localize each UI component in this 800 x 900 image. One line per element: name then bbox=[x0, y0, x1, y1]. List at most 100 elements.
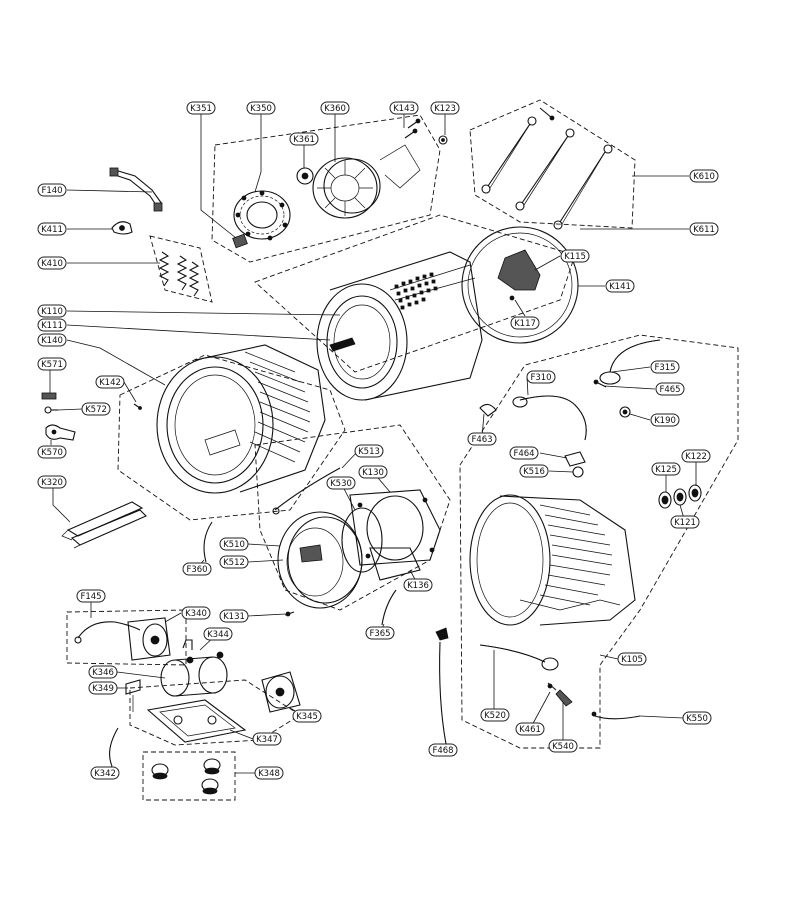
label-k143[interactable]: K143 bbox=[389, 101, 419, 115]
label-k516[interactable]: K516 bbox=[519, 464, 549, 478]
label-k349[interactable]: K349 bbox=[88, 681, 118, 695]
label-k344[interactable]: K344 bbox=[203, 627, 233, 641]
label-k550[interactable]: K550 bbox=[682, 711, 712, 725]
label-k610-text: K610 bbox=[693, 172, 715, 182]
label-f360[interactable]: F360 bbox=[182, 562, 212, 576]
label-k520[interactable]: K520 bbox=[480, 708, 510, 722]
label-k351[interactable]: K351 bbox=[186, 101, 216, 115]
leader-lines bbox=[49, 113, 697, 774]
label-k142-text: K142 bbox=[99, 378, 121, 388]
label-k117[interactable]: K117 bbox=[510, 316, 540, 330]
label-k123[interactable]: K123 bbox=[430, 101, 460, 115]
dampers-k610 bbox=[481, 107, 613, 230]
bearings bbox=[658, 484, 702, 509]
label-k345-text: K345 bbox=[296, 712, 318, 722]
label-k140[interactable]: K140 bbox=[37, 333, 67, 347]
pump-body-k344 bbox=[160, 639, 228, 697]
label-f140[interactable]: F140 bbox=[37, 183, 67, 197]
label-k571[interactable]: K571 bbox=[37, 357, 67, 371]
label-f463-text: F463 bbox=[471, 435, 492, 445]
label-k340[interactable]: K340 bbox=[181, 606, 211, 620]
label-k350[interactable]: K350 bbox=[246, 101, 276, 115]
label-f315[interactable]: F315 bbox=[650, 360, 680, 374]
label-k342-text: K342 bbox=[94, 769, 116, 779]
stator-k350 bbox=[233, 190, 291, 241]
label-k131[interactable]: K131 bbox=[219, 609, 249, 623]
outline-spring-group bbox=[149, 235, 213, 303]
outline-rear-tub bbox=[459, 334, 739, 749]
label-k125[interactable]: K125 bbox=[651, 462, 681, 476]
pump-k340 bbox=[74, 617, 171, 661]
label-k142[interactable]: K142 bbox=[95, 375, 125, 389]
label-k121-text: K121 bbox=[674, 518, 696, 528]
label-k346-text: K346 bbox=[92, 668, 114, 678]
drain-hose-k520 bbox=[479, 644, 559, 671]
label-k411[interactable]: K411 bbox=[37, 222, 67, 236]
label-k348-text: K348 bbox=[258, 769, 280, 779]
label-k512[interactable]: K512 bbox=[219, 555, 249, 569]
label-k345[interactable]: K345 bbox=[292, 709, 322, 723]
wire-k513 bbox=[272, 467, 341, 515]
label-k360[interactable]: K360 bbox=[320, 101, 350, 115]
label-k411-text: K411 bbox=[41, 225, 63, 235]
label-k141[interactable]: K141 bbox=[605, 279, 635, 293]
heater-k320 bbox=[61, 501, 147, 549]
label-f464-text: F464 bbox=[513, 449, 534, 459]
label-k540[interactable]: K540 bbox=[548, 739, 578, 753]
label-k410-text: K410 bbox=[41, 259, 63, 269]
label-k111[interactable]: K111 bbox=[37, 318, 67, 332]
label-f464[interactable]: F464 bbox=[509, 446, 539, 460]
label-k570-text: K570 bbox=[41, 448, 63, 458]
cap-k349 bbox=[125, 679, 141, 712]
label-f145[interactable]: F145 bbox=[76, 589, 106, 603]
label-k461[interactable]: K461 bbox=[515, 722, 545, 736]
part-labels: K351 K350 K360 K143 K123 K361 F140 K411 … bbox=[37, 101, 719, 780]
label-k190[interactable]: K190 bbox=[650, 413, 680, 427]
label-k530[interactable]: K530 bbox=[326, 476, 356, 490]
label-k610[interactable]: K610 bbox=[689, 169, 719, 183]
label-f465[interactable]: F465 bbox=[655, 382, 685, 396]
label-k110[interactable]: K110 bbox=[37, 304, 67, 318]
label-k117-text: K117 bbox=[514, 319, 536, 329]
label-k136[interactable]: K136 bbox=[403, 578, 433, 592]
label-k348[interactable]: K348 bbox=[254, 766, 284, 780]
label-f463[interactable]: F463 bbox=[467, 432, 497, 446]
label-k105-text: K105 bbox=[621, 655, 643, 665]
label-k105[interactable]: K105 bbox=[617, 652, 647, 666]
label-k130[interactable]: K130 bbox=[358, 465, 388, 479]
label-k141-text: K141 bbox=[609, 282, 631, 292]
hoses-f315-f310 bbox=[512, 339, 661, 441]
label-f360-text: F360 bbox=[186, 565, 207, 575]
label-k512-text: K512 bbox=[223, 558, 245, 568]
label-k361-text: K361 bbox=[293, 135, 315, 145]
label-k516-text: K516 bbox=[523, 467, 545, 477]
label-k122[interactable]: K122 bbox=[681, 449, 711, 463]
label-k510[interactable]: K510 bbox=[219, 537, 249, 551]
label-k410[interactable]: K410 bbox=[37, 256, 67, 270]
screw-k131 bbox=[284, 611, 295, 617]
label-k122-text: K122 bbox=[685, 452, 707, 462]
label-k572[interactable]: K572 bbox=[81, 402, 111, 416]
label-f310[interactable]: F310 bbox=[526, 370, 556, 384]
label-k121[interactable]: K121 bbox=[670, 515, 700, 529]
label-k110-text: K110 bbox=[41, 307, 63, 317]
label-k320[interactable]: K320 bbox=[37, 475, 67, 489]
label-k111-text: K111 bbox=[41, 321, 63, 331]
label-k513[interactable]: K513 bbox=[354, 444, 384, 458]
outline-door-group bbox=[254, 424, 451, 611]
bolts-k143-k123 bbox=[404, 118, 448, 145]
label-k125-text: K125 bbox=[655, 465, 677, 475]
label-k570[interactable]: K570 bbox=[37, 445, 67, 459]
label-f365[interactable]: F365 bbox=[365, 626, 395, 640]
label-k342[interactable]: K342 bbox=[90, 766, 120, 780]
label-k123-text: K123 bbox=[434, 104, 456, 114]
springs-k410 bbox=[158, 251, 200, 297]
label-k361[interactable]: K361 bbox=[289, 132, 319, 146]
label-k347[interactable]: K347 bbox=[252, 732, 282, 746]
label-k611[interactable]: K611 bbox=[689, 222, 719, 236]
label-k115[interactable]: K115 bbox=[560, 249, 590, 263]
label-k346[interactable]: K346 bbox=[88, 665, 118, 679]
drum-k110 bbox=[316, 251, 483, 401]
label-f468[interactable]: F468 bbox=[428, 743, 458, 757]
